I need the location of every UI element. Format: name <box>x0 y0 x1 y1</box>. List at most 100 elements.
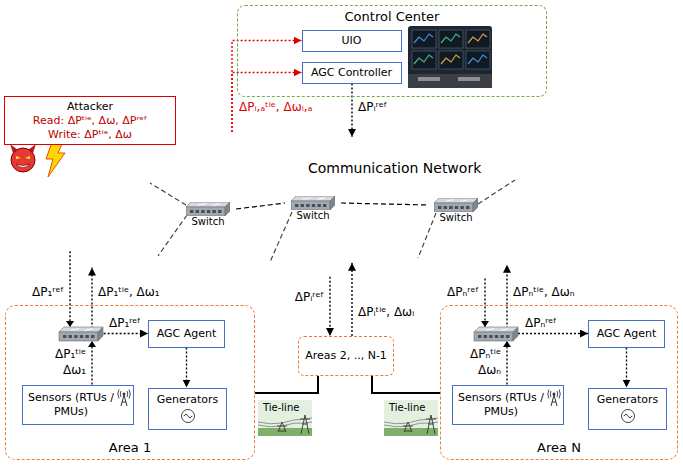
signal-label: ΔPₙʳᵉᶠ <box>523 316 559 330</box>
signal-arrow <box>351 84 352 137</box>
generator-symbol <box>620 408 636 424</box>
node-label: Communication Network <box>308 160 682 178</box>
edge-label: ΔPᵢ,ₐᵗⁱᵉ, Δωᵢ,ₐ <box>237 100 314 114</box>
drawing-g <box>434 198 478 212</box>
switch-top <box>291 196 335 201</box>
tie-line <box>255 376 318 393</box>
antenna-tip <box>122 392 125 395</box>
edge-label: ΔPₙʳᵉᶠ <box>445 285 481 299</box>
switch-arrows <box>198 204 220 206</box>
network-link <box>150 180 515 262</box>
picture-frame <box>408 26 492 88</box>
network-link <box>341 203 428 205</box>
switch-port <box>207 210 210 213</box>
network-switch: Switch <box>180 200 236 236</box>
screen-graph <box>414 55 433 64</box>
signal-label: ΔP₁ᵗⁱᵉ <box>53 347 88 361</box>
antenna-waves <box>547 389 560 398</box>
switch-arrows <box>71 329 93 331</box>
switch-port <box>312 204 315 207</box>
switch-arrows <box>303 198 325 200</box>
signal-label: Δωₙ <box>476 363 503 377</box>
node-label: AGC Agent <box>597 327 657 341</box>
edge-label-holder: ΔPᵢᵗⁱᵉ, Δωᵢ <box>356 305 416 319</box>
switch-port <box>495 335 498 338</box>
node-label: Area 1 <box>109 440 151 456</box>
node-label: Sensors (RTUs / PMUs) <box>28 391 115 419</box>
free-label-holder: Δω₁ <box>61 363 88 377</box>
node-label: AGC Controller <box>311 66 392 80</box>
node-label: UIO <box>342 34 362 48</box>
node-label: AGC Agent <box>157 327 217 341</box>
switch-port <box>306 204 309 207</box>
switch-side <box>225 202 230 216</box>
free-label-holder: ΔP₁ᵗⁱᵉ <box>53 347 88 361</box>
agc-agent-box: AGC Agent <box>588 320 665 348</box>
switch-port <box>484 335 487 338</box>
switch-port <box>455 206 458 209</box>
network-switch: Switch <box>428 196 484 232</box>
arrow-head <box>503 341 511 347</box>
generator-box: Generators <box>148 388 227 430</box>
edge-label-holder: ΔPₙᵗⁱᵉ, Δωₙ <box>511 285 577 299</box>
switch-port <box>69 335 72 338</box>
free-label-holder: Δωₙ <box>476 363 503 377</box>
signal-label: ΔP₁ʳᵉᶠ <box>107 316 143 330</box>
node-label: Generators <box>597 393 659 407</box>
antenna-mast <box>551 395 557 406</box>
power-wires <box>384 418 438 427</box>
switch-icon <box>59 327 103 341</box>
generator-circle <box>181 409 194 422</box>
screen <box>412 51 436 69</box>
switch-front <box>186 207 225 216</box>
switch-port <box>196 210 199 213</box>
antenna-tip <box>552 392 555 395</box>
picture-caption: Tie-line <box>261 401 301 415</box>
switch-port <box>301 204 304 207</box>
signal-arrow <box>626 348 627 388</box>
screen-graph <box>441 34 460 43</box>
node-label: Switch <box>296 210 329 223</box>
screen <box>466 51 490 69</box>
switch-front <box>434 203 473 212</box>
generator-wave <box>624 414 632 418</box>
control-center-region: Control CenterUIOAGC Controller <box>237 5 547 97</box>
drawing-g <box>291 196 335 210</box>
attacker-devil <box>10 144 36 172</box>
switch-side <box>330 196 335 210</box>
signal-arrow <box>232 41 302 132</box>
free-label-holder: ΔPₙʳᵉᶠ <box>523 316 559 330</box>
edge-label-holder: ΔPᵢʳᵉᶠ <box>293 290 326 304</box>
switch-side <box>98 327 103 341</box>
drawing-g <box>186 202 230 216</box>
antenna-symbol <box>547 389 561 406</box>
switch-port <box>212 210 215 213</box>
switch-port <box>218 210 221 213</box>
generator-wave <box>184 414 192 418</box>
switch-port <box>506 335 509 338</box>
switch-port <box>500 335 503 338</box>
devil-eyes <box>16 156 30 159</box>
arrow-head <box>88 341 96 347</box>
tie-line-picture <box>384 400 438 436</box>
edge-label-holder: ΔPᵢ,ₐᵗⁱᵉ, Δωᵢ,ₐ <box>237 100 314 114</box>
process-box: UIO <box>302 30 402 52</box>
generator-circle <box>621 409 634 422</box>
free-label-holder: ΔP₁ʳᵉᶠ <box>107 316 143 330</box>
signal-label: ΔPₙᵗⁱᵉ <box>468 347 503 361</box>
edge-label: ΔPᵢʳᵉᶠ <box>293 290 326 304</box>
screen <box>439 51 463 69</box>
edge-label-holder: ΔPₙʳᵉᶠ <box>445 285 481 299</box>
signal-label: Δω₁ <box>61 363 88 377</box>
edge-label-holder: ΔPᵢʳᵉᶠ <box>356 100 389 114</box>
edge-label: ΔPᵢᵗⁱᵉ, Δωᵢ <box>356 305 416 319</box>
arrow-head <box>66 321 74 327</box>
screen-graph <box>468 34 487 43</box>
edge-label-holder: ΔP₁ᵗⁱᵉ, Δω₁ <box>96 285 162 299</box>
switch-icon <box>186 202 230 216</box>
free-label-holder: ΔPₙᵗⁱᵉ <box>468 347 503 361</box>
node-label: Attacker <box>67 100 113 114</box>
switch-front <box>474 332 513 341</box>
switch-front <box>291 201 330 210</box>
